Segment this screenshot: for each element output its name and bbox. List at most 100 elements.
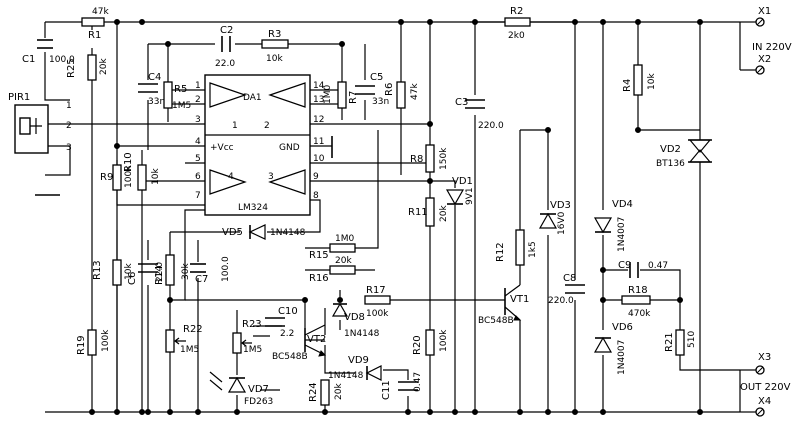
pin-7: 7: [195, 191, 201, 201]
c2: C2 22.0: [215, 25, 235, 69]
c2-ref: C2: [220, 25, 233, 36]
r16-value: 20k: [335, 256, 352, 266]
r15: R15 1M0: [309, 234, 356, 261]
resistors: R1 47k R25 20k R3 10k R5 1M5 R7 1M0 R6 4…: [66, 6, 697, 406]
vd9-ref: VD9: [348, 355, 369, 366]
amp2-label: 2: [264, 121, 270, 131]
pin-4: 4: [195, 137, 201, 147]
c3: C3 220.0: [455, 97, 504, 131]
c11-value: 0.47: [413, 372, 423, 392]
r11-value: 20k: [439, 205, 449, 222]
c11: C11 0.47: [381, 372, 423, 400]
r2-value: 2k0: [508, 31, 525, 41]
c9-ref: C9: [618, 260, 631, 271]
vd6: VD6 1N4007: [593, 322, 633, 375]
r4-value: 10k: [647, 73, 657, 90]
vd8: VD8 1N4148: [331, 302, 380, 339]
c3-ref: C3: [455, 97, 468, 108]
c8-ref: C8: [563, 273, 576, 284]
vd4-value: 1N4007: [617, 217, 627, 252]
r3-value: 10k: [266, 54, 283, 64]
r21-ref: R21: [664, 332, 675, 352]
r15-ref: R15: [309, 250, 329, 261]
r9-ref: R9: [100, 172, 113, 183]
c6: C6 22.0: [127, 262, 165, 285]
terminal-x4: X4: [740, 396, 771, 417]
vd7: VD7 FD263: [209, 371, 273, 407]
r25: R25 20k: [66, 54, 109, 81]
r1: R1 47k: [81, 7, 109, 41]
x3-ref: X3: [758, 352, 771, 363]
r10-ref: R10: [123, 152, 134, 172]
c6-ref: C6: [127, 272, 138, 285]
r18-ref: R18: [628, 285, 648, 296]
x2-ref: X2: [758, 54, 771, 65]
r21-value: 510: [687, 331, 697, 348]
r22: R22 1M5: [165, 324, 203, 355]
vt2-value: BC548B: [272, 352, 308, 362]
vt2: VT2 BC548B: [272, 324, 326, 362]
r4-ref: R4: [622, 79, 633, 92]
vd1-value: 9V1: [465, 187, 475, 205]
r9: R9 100k: [100, 164, 134, 191]
r22-value: 1M5: [180, 345, 199, 355]
r3: R3 10k: [261, 29, 289, 64]
r7-value: 1M0: [323, 85, 333, 104]
pin-1: 1: [195, 81, 201, 91]
r5: R5 1M5: [163, 81, 191, 111]
pin-8: 8: [313, 191, 319, 201]
r7: R7 1M0: [323, 81, 359, 109]
r6-value: 47k: [410, 83, 420, 100]
r23-ref: R23: [242, 319, 262, 330]
r25-ref: R25: [66, 58, 77, 78]
c3-value: 220.0: [478, 121, 504, 131]
r6: R6 47k: [384, 81, 420, 109]
r4: R4 10k: [622, 64, 657, 96]
pir-pin-2: 2: [66, 121, 72, 131]
c10-ref: C10: [278, 306, 298, 317]
r23: R23 1M5: [232, 319, 262, 355]
r14-value: 30k: [181, 263, 191, 280]
r14: R14 30k: [154, 254, 191, 286]
r10-value: 10k: [151, 168, 161, 185]
x1-ref: X1: [758, 6, 771, 17]
pin-14: 14: [313, 81, 325, 91]
pin-3: 3: [195, 115, 201, 125]
r24-ref: R24: [308, 382, 319, 402]
c5: C5 33n: [355, 72, 389, 107]
c6-value: 22.0: [155, 262, 165, 282]
vd7-ref: VD7: [248, 384, 269, 395]
r22-ref: R22: [183, 324, 203, 335]
vd9: VD9 1N4148: [328, 355, 382, 381]
pin-12: 12: [313, 115, 324, 125]
vd4: VD4 1N4007: [593, 199, 633, 252]
c10-value: 2.2: [280, 329, 294, 339]
vt1-value: BC548B: [478, 316, 514, 326]
c1: C1 100.0: [22, 39, 75, 65]
r17-value: 100k: [366, 309, 389, 319]
c8-value: 220.0: [548, 296, 574, 306]
c7: C7 100.0: [190, 256, 231, 285]
x4-ref: X4: [758, 396, 771, 407]
vd2-ref: VD2: [660, 144, 681, 155]
r1-value: 47k: [92, 7, 109, 17]
da1-ref: DA1: [243, 93, 262, 103]
pin-10: 10: [313, 154, 325, 164]
vd3-value: 16V0: [557, 211, 567, 235]
r15-value: 1M0: [335, 234, 354, 244]
pir-pin-1: 1: [66, 101, 72, 111]
pin-13: 13: [313, 95, 324, 105]
vd3: VD3 16V0: [538, 200, 571, 235]
vd3-ref: VD3: [550, 200, 571, 211]
r20-value: 100k: [439, 329, 449, 352]
r21: R21 510: [664, 329, 697, 356]
r24-value: 20k: [334, 383, 344, 400]
r8-ref: R8: [410, 154, 423, 165]
r11: R11 20k: [408, 197, 449, 227]
capacitors: C1 100.0 C2 22.0 C4 33n C5 33n C3 220.0: [22, 25, 668, 400]
vd4-ref: VD4: [612, 199, 633, 210]
c11-ref: C11: [381, 380, 392, 400]
pin-11: 11: [313, 137, 324, 147]
